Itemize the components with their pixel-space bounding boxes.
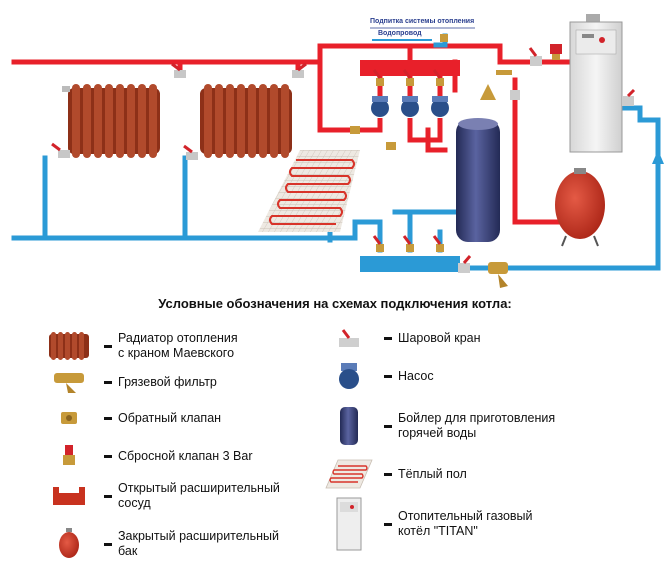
feed-label: Подпитка системы отопления <box>370 18 475 25</box>
dirt-filter <box>488 262 508 288</box>
check-valve-icon <box>38 396 100 440</box>
underfloor-heating-icon <box>318 452 380 496</box>
legend-item-relief-valve: Сбросной клапан 3 Bar <box>38 434 252 478</box>
legend-item-ball-valve: Шаровой кран <box>318 316 481 360</box>
legend-item-pump: Насос <box>318 354 434 398</box>
pump-3 <box>431 96 449 117</box>
dirt-filter-icon <box>38 360 100 404</box>
return-pipes <box>11 33 661 271</box>
legend-item-dirt-filter: Грязевой фильтр <box>38 360 217 404</box>
legend-title: Условные обозначения на схемах подключен… <box>158 296 512 311</box>
relief-valve-icon <box>38 434 100 478</box>
flow-arrow-icon <box>652 150 664 164</box>
legend-item-underfloor: Тёплый пол <box>318 452 467 496</box>
heating-scheme <box>11 14 664 288</box>
water-heater-icon <box>318 404 380 448</box>
ball-valve-icon <box>318 316 380 360</box>
closed-expansion-tank <box>555 168 605 247</box>
open-expansion-vessel-icon <box>38 474 100 518</box>
underfloor-heating <box>258 150 360 232</box>
return-manifold <box>360 256 460 272</box>
radiator-icon <box>38 324 100 368</box>
radiator-2 <box>200 84 292 158</box>
closed-expansion-tank-icon <box>38 522 100 566</box>
pump-1 <box>371 96 389 117</box>
legend-item-check-valve: Обратный клапан <box>38 396 221 440</box>
water-label: Водопровод <box>378 30 422 37</box>
hot-water-tank <box>456 118 500 242</box>
pump-icon <box>318 354 380 398</box>
gas-boiler-icon <box>318 497 380 551</box>
radiator-1 <box>62 84 160 158</box>
pump-2 <box>401 96 419 117</box>
supply-pipes <box>11 43 573 225</box>
gas-boiler <box>569 14 623 153</box>
